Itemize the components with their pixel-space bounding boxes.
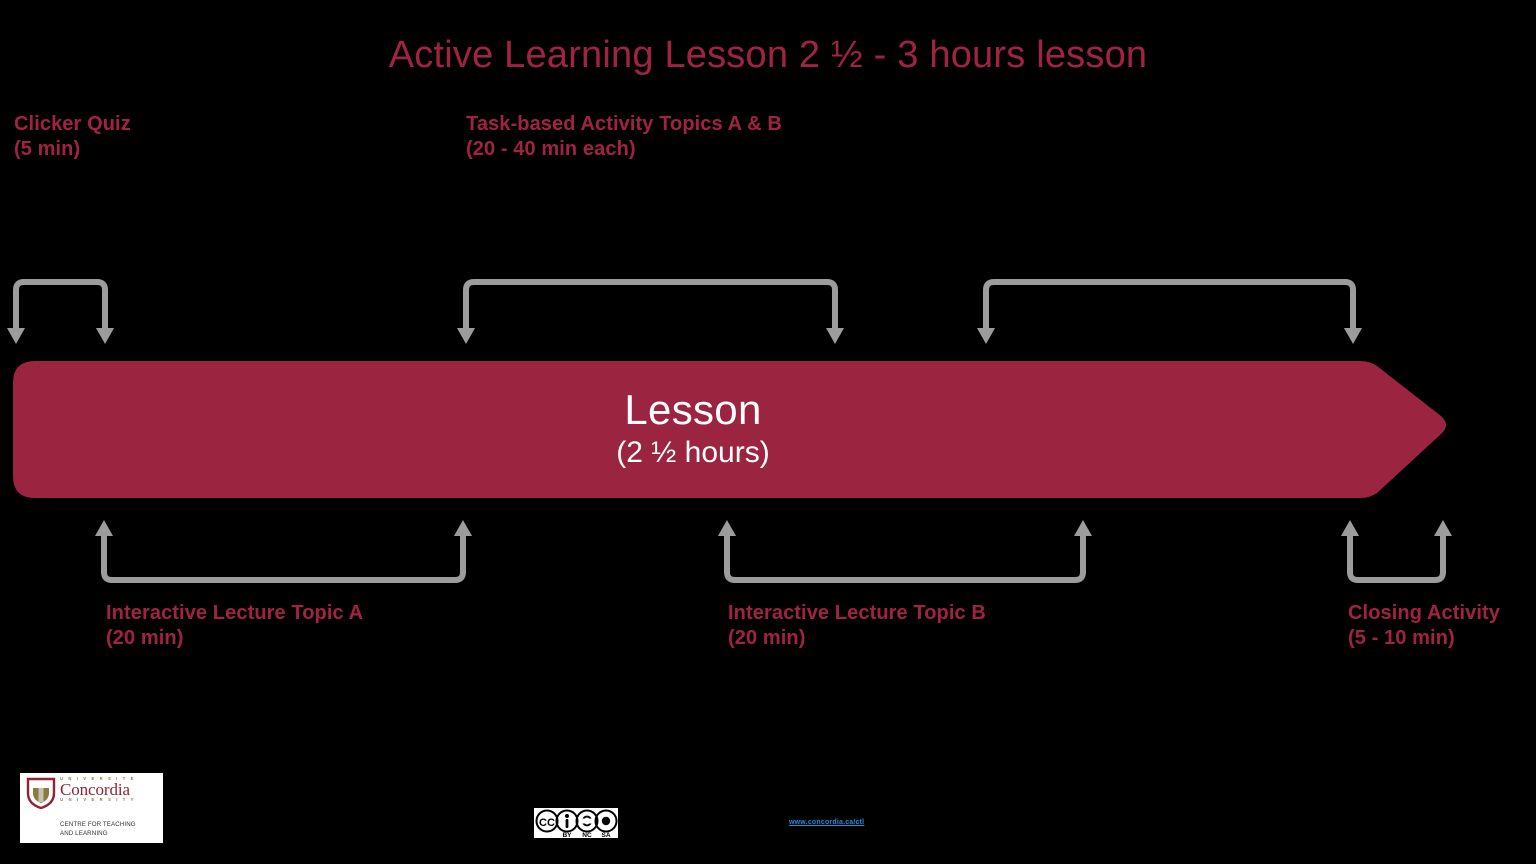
slide-title: Active Learning Lesson 2 ½ - 3 hours les… (388, 34, 1148, 76)
concordia-wordmark-block: U N I V E R S I T E Concordia U N I V E … (60, 776, 136, 803)
bracket-top-task-based-topic-b (970, 272, 1378, 350)
concordia-wordmark: Concordia (60, 780, 130, 800)
label-interactive-lecture-topic-a: Interactive Lecture Topic A (20 min) (106, 601, 363, 651)
label-task-based-activity-duration: (20 - 40 min each) (466, 138, 636, 161)
label-interactive-lecture-topic-a-title: Interactive Lecture Topic A (106, 602, 364, 624)
label-interactive-lecture-topic-a-duration: (20 min) (106, 627, 184, 650)
lesson-arrow-shape (13, 361, 1451, 498)
creative-commons-license-icon[interactable]: CC BY NC SA (534, 808, 618, 838)
label-closing-activity-duration: (5 - 10 min) (1348, 627, 1455, 650)
label-closing-activity-title: Closing Activity (1348, 602, 1500, 624)
bracket-bottom-interactive-lecture-b (711, 514, 1111, 590)
bracket-top-clicker-quiz (0, 272, 130, 350)
concordia-universite-text: U N I V E R S I T E (60, 776, 136, 781)
label-interactive-lecture-topic-b-duration: (20 min) (728, 627, 806, 650)
concordia-university-text: U N I V E R S I T Y (60, 797, 136, 803)
label-interactive-lecture-topic-b: Interactive Lecture Topic B (20 min) (728, 601, 986, 651)
bracket-top-task-based-topic-a (450, 272, 860, 350)
concordia-unit-line-1: CENTRE FOR TEACHING (60, 821, 136, 828)
svg-text:NC: NC (582, 832, 592, 838)
concordia-logo: U N I V E R S I T E Concordia U N I V E … (20, 773, 163, 843)
label-clicker-quiz-title: Clicker Quiz (14, 113, 131, 135)
footer-url-link[interactable]: www.concordia.ca/ctl (789, 819, 865, 826)
label-clicker-quiz-duration: (5 min) (14, 138, 81, 161)
svg-text:BY: BY (562, 832, 572, 838)
bracket-bottom-closing-activity (1334, 514, 1464, 590)
label-interactive-lecture-topic-b-title: Interactive Lecture Topic B (728, 602, 986, 624)
label-task-based-activity-title: Task-based Activity Topics A & B (466, 113, 782, 135)
svg-text:SA: SA (601, 832, 610, 838)
label-closing-activity: Closing Activity (5 - 10 min) (1348, 601, 1500, 651)
concordia-shield-icon (26, 777, 56, 814)
concordia-unit-name: CENTRE FOR TEACHING AND LEARNING (60, 821, 157, 839)
concordia-logo-top: U N I V E R S I T E Concordia U N I V E … (26, 776, 157, 814)
svg-text:CC: CC (539, 817, 555, 829)
bracket-bottom-interactive-lecture-a (88, 514, 488, 590)
concordia-unit-line-2: AND LEARNING (60, 829, 108, 837)
label-task-based-activity: Task-based Activity Topics A & B (20 - 4… (466, 112, 782, 162)
label-clicker-quiz: Clicker Quiz (5 min) (14, 112, 131, 162)
